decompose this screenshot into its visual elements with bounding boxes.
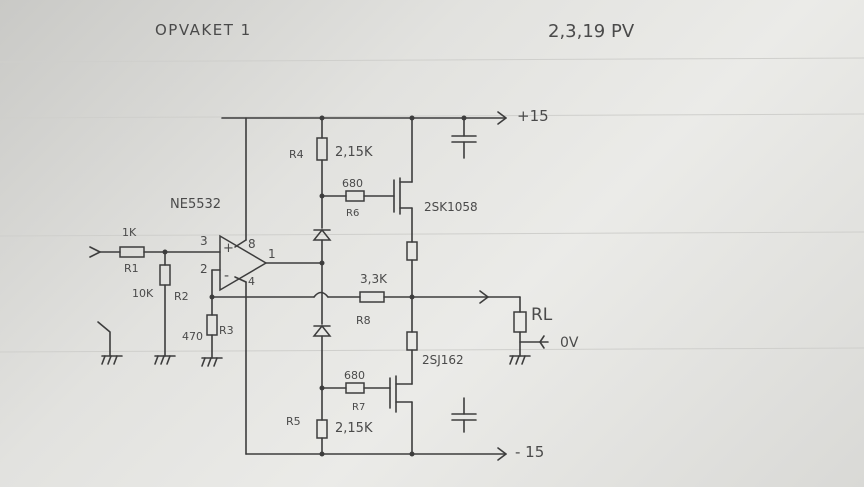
q1-part: 2SK1058 [424,200,478,214]
paper-ruling [0,57,864,353]
r2-ref: R2 [174,290,189,303]
capacitor-positive [451,115,477,159]
diode-lower [312,324,332,337]
r7-value: 680 [344,369,365,382]
resistor-r7: 680 R7 [321,369,391,413]
opamp-pin-plus: 3 [200,234,208,248]
sheet-date: 2,3,19 PV [548,21,635,42]
r1-ref: R1 [124,262,139,275]
opamp-pin-minus: 2 [200,262,208,276]
r5-ref: R5 [286,415,301,428]
r6-value: 680 [342,177,363,190]
mosfet-q2: 2SJ162 [389,353,464,457]
sheet-title: OPVAKET 1 [155,21,252,39]
negative-rail-label: - 15 [515,443,544,461]
r8-value: 3,3K [360,272,388,286]
r4-value: 2,15K [335,145,373,160]
r4-ref: R4 [289,148,304,161]
r2-value: 10K [132,287,154,300]
opamp-plus-sign: + [223,241,234,256]
opamp-part-label: NE5532 [170,197,221,212]
signal-input: 1K R1 [89,226,221,275]
capacitor-negative [451,397,477,433]
r6-ref: R6 [346,208,359,219]
positive-rail: +15 [221,107,549,125]
r7-ref: R7 [352,402,365,413]
r3-value: 470 [182,330,203,343]
opamp-pin-vpos: 8 [248,237,256,251]
r3-ref: R3 [219,324,234,337]
resistor-r6: 680 R6 [321,177,395,219]
input-ground [97,321,123,365]
r8-ref: R8 [356,314,371,327]
ground-label: 0V [560,335,579,351]
positive-rail-label: +15 [517,107,549,125]
resistor-r8: 3,3K R8 [356,272,413,327]
resistor-r5: R5 2,15K [286,415,373,439]
opamp-ne5532: NE5532 + - 3 2 8 1 4 [170,197,276,292]
opamp-pin-vneg: 4 [248,275,255,288]
negative-rail: - 15 [245,443,544,461]
resistor-r3: 470 R3 [182,296,234,367]
opamp-minus-sign: - [224,268,229,284]
rl-ref: RL [531,305,553,325]
resistor-r4: R4 2,15K [289,137,373,161]
mosfet-q1: 2SK1058 [393,115,478,243]
q2-part: 2SJ162 [422,353,464,367]
opamp-pin-out: 1 [268,247,276,261]
r1-value: 1K [122,226,137,239]
r5-value: 2,15K [335,421,373,436]
resistor-r2: 10K R2 [132,251,189,365]
